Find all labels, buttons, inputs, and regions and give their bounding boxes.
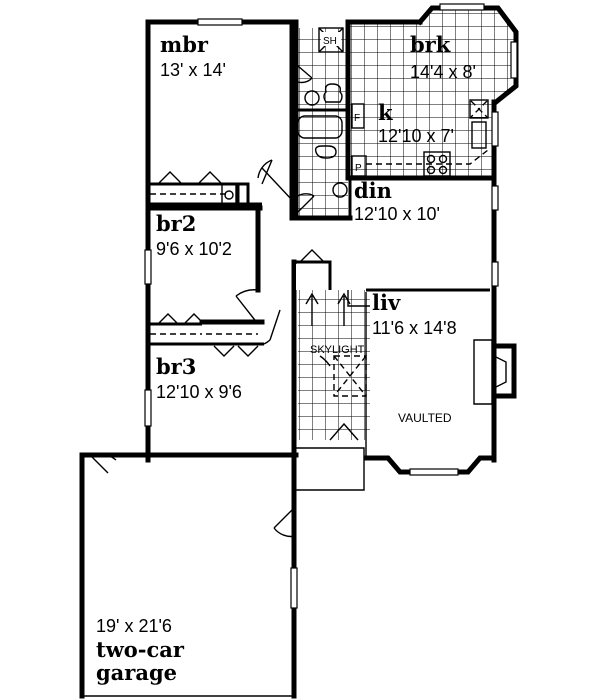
window xyxy=(197,18,243,26)
mbr-name: mbr xyxy=(160,32,209,57)
entry xyxy=(296,447,365,491)
room-labels: mbr 13' x 14' brk 14'4 x 8' k 12'10 x 7'… xyxy=(96,32,476,685)
liv-name: liv xyxy=(372,290,401,315)
pantry-label: P xyxy=(355,163,362,174)
stairs: SKYLIGHT xyxy=(291,249,370,463)
room-liv xyxy=(363,288,517,476)
room-br3 xyxy=(144,309,281,427)
room-kitchen: F P xyxy=(345,3,519,463)
din-dims: 12'10 x 10' xyxy=(354,204,440,224)
k-name: k xyxy=(378,100,393,125)
room-br2 xyxy=(144,205,263,325)
garage-name-1: two-car xyxy=(96,637,185,662)
room-garage xyxy=(79,452,299,699)
k-dims: 12'10 x 7' xyxy=(378,126,454,146)
room-bath: SH xyxy=(291,19,353,221)
din-name: din xyxy=(354,178,392,203)
liv-dims: 11'6 x 14'8 xyxy=(372,318,457,338)
br3-dims: 12'10 x 9'6 xyxy=(156,382,242,402)
room-mbr xyxy=(145,18,299,463)
liv-note: VAULTED xyxy=(398,411,452,425)
br3-name: br3 xyxy=(156,354,196,379)
mbr-dims: 13' x 14' xyxy=(160,60,226,80)
garage-dims: 19' x 21'6 xyxy=(96,616,172,636)
br2-name: br2 xyxy=(156,211,196,236)
tiled-floors xyxy=(296,8,516,440)
shower-label: SH xyxy=(323,36,337,47)
skylight-label: SKYLIGHT xyxy=(310,344,365,356)
fridge-label: F xyxy=(354,113,360,124)
brk-dims: 14'4 x 8' xyxy=(410,62,476,82)
br2-dims: 9'6 x 10'2 xyxy=(156,239,232,259)
garage-name-2: garage xyxy=(96,660,177,685)
brk-name: brk xyxy=(410,32,451,57)
